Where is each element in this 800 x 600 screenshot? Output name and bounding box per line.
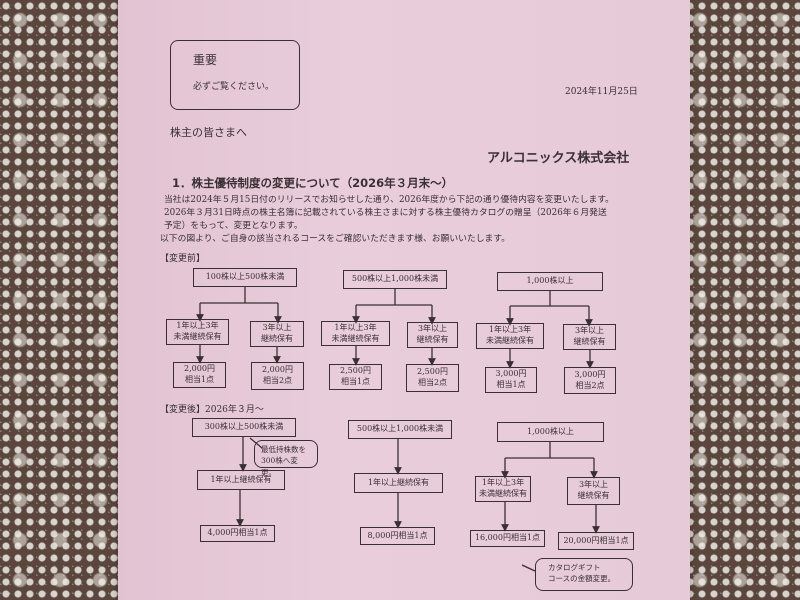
section-title: 1．株主優待制度の変更について（2026年３月末～） — [172, 176, 454, 190]
paragraph-line: 予定）をもって、変更となります。 — [164, 221, 303, 231]
before-period-box: 1年以上3年 未満継続保有 — [321, 321, 390, 346]
before-period-box: 3年以上 継続保有 — [250, 321, 304, 347]
after-period-box: 1年以上継続保有 — [354, 473, 443, 493]
document-date: 2024年11月25日 — [565, 87, 638, 97]
addressee: 株主の皆さまへ — [170, 126, 247, 139]
important-notice-box: 重要 必ずご覧ください。 — [170, 40, 300, 110]
after-benefit-box: 16,000円相当1点 — [470, 530, 545, 547]
before-tier-box: 100株以上500株未満 — [193, 268, 297, 287]
paragraph-line: 以下の図より、ご自身の該当されるコースをご確認いただきます様、お願いいたします。 — [160, 234, 511, 244]
before-period-box: 3年以上 継続保有 — [407, 322, 458, 348]
notice-text: 必ずご覧ください。 — [193, 82, 275, 92]
before-benefit-box: 2,000円 相当2点 — [251, 362, 304, 390]
before-benefit-box: 3,000円 相当2点 — [564, 367, 616, 394]
after-benefit-box: 8,000円相当1点 — [360, 527, 435, 545]
after-period-box: 1年以上3年 未満継続保有 — [475, 476, 531, 502]
document-paper — [118, 0, 690, 600]
before-benefit-box: 3,000円 相当1点 — [485, 367, 537, 393]
after-period-box: 3年以上 継続保有 — [567, 477, 620, 505]
company-name: アルコニックス株式会社 — [487, 151, 630, 166]
before-benefit-box: 2,500円 相当1点 — [329, 364, 382, 390]
after-tier-box: 500株以上1,000株未満 — [348, 420, 452, 439]
before-period-box: 1年以上3年 未満継続保有 — [476, 323, 544, 349]
callout-catalog: カタログギフト コースの金額変更。 — [535, 558, 633, 591]
before-period-box: 3年以上 継続保有 — [563, 324, 616, 350]
before-tier-box: 500株以上1,000株未満 — [343, 270, 447, 289]
after-label: 【変更後】2026年３月～ — [160, 405, 264, 415]
before-tier-box: 1,000株以上 — [497, 272, 603, 291]
before-benefit-box: 2,000円 相当1点 — [173, 362, 226, 388]
after-benefit-box: 4,000円相当1点 — [200, 525, 275, 542]
before-period-box: 1年以上3年 未満継続保有 — [166, 319, 229, 345]
callout-min-shares: 最低持株数を 300株へ変更。 — [254, 440, 318, 477]
before-label: 【変更前】 — [160, 254, 206, 264]
after-benefit-box: 20,000円相当1点 — [558, 532, 634, 550]
notice-heading: 重要 — [193, 53, 218, 67]
paragraph-line: 2026年３月31日時点の株主名簿に記載されている株主さまに対する株主優待カタロ… — [164, 208, 607, 218]
paragraph-line: 当社は2024年５月15日付のリリースでお知らせした通り、2026年度から下記の… — [164, 195, 614, 205]
after-tier-box: 300株以上500株未満 — [192, 418, 296, 437]
after-period-box: 1年以上継続保有 — [197, 470, 285, 490]
before-benefit-box: 2,500円 相当2点 — [406, 364, 459, 392]
after-tier-box: 1,000株以上 — [497, 422, 604, 442]
